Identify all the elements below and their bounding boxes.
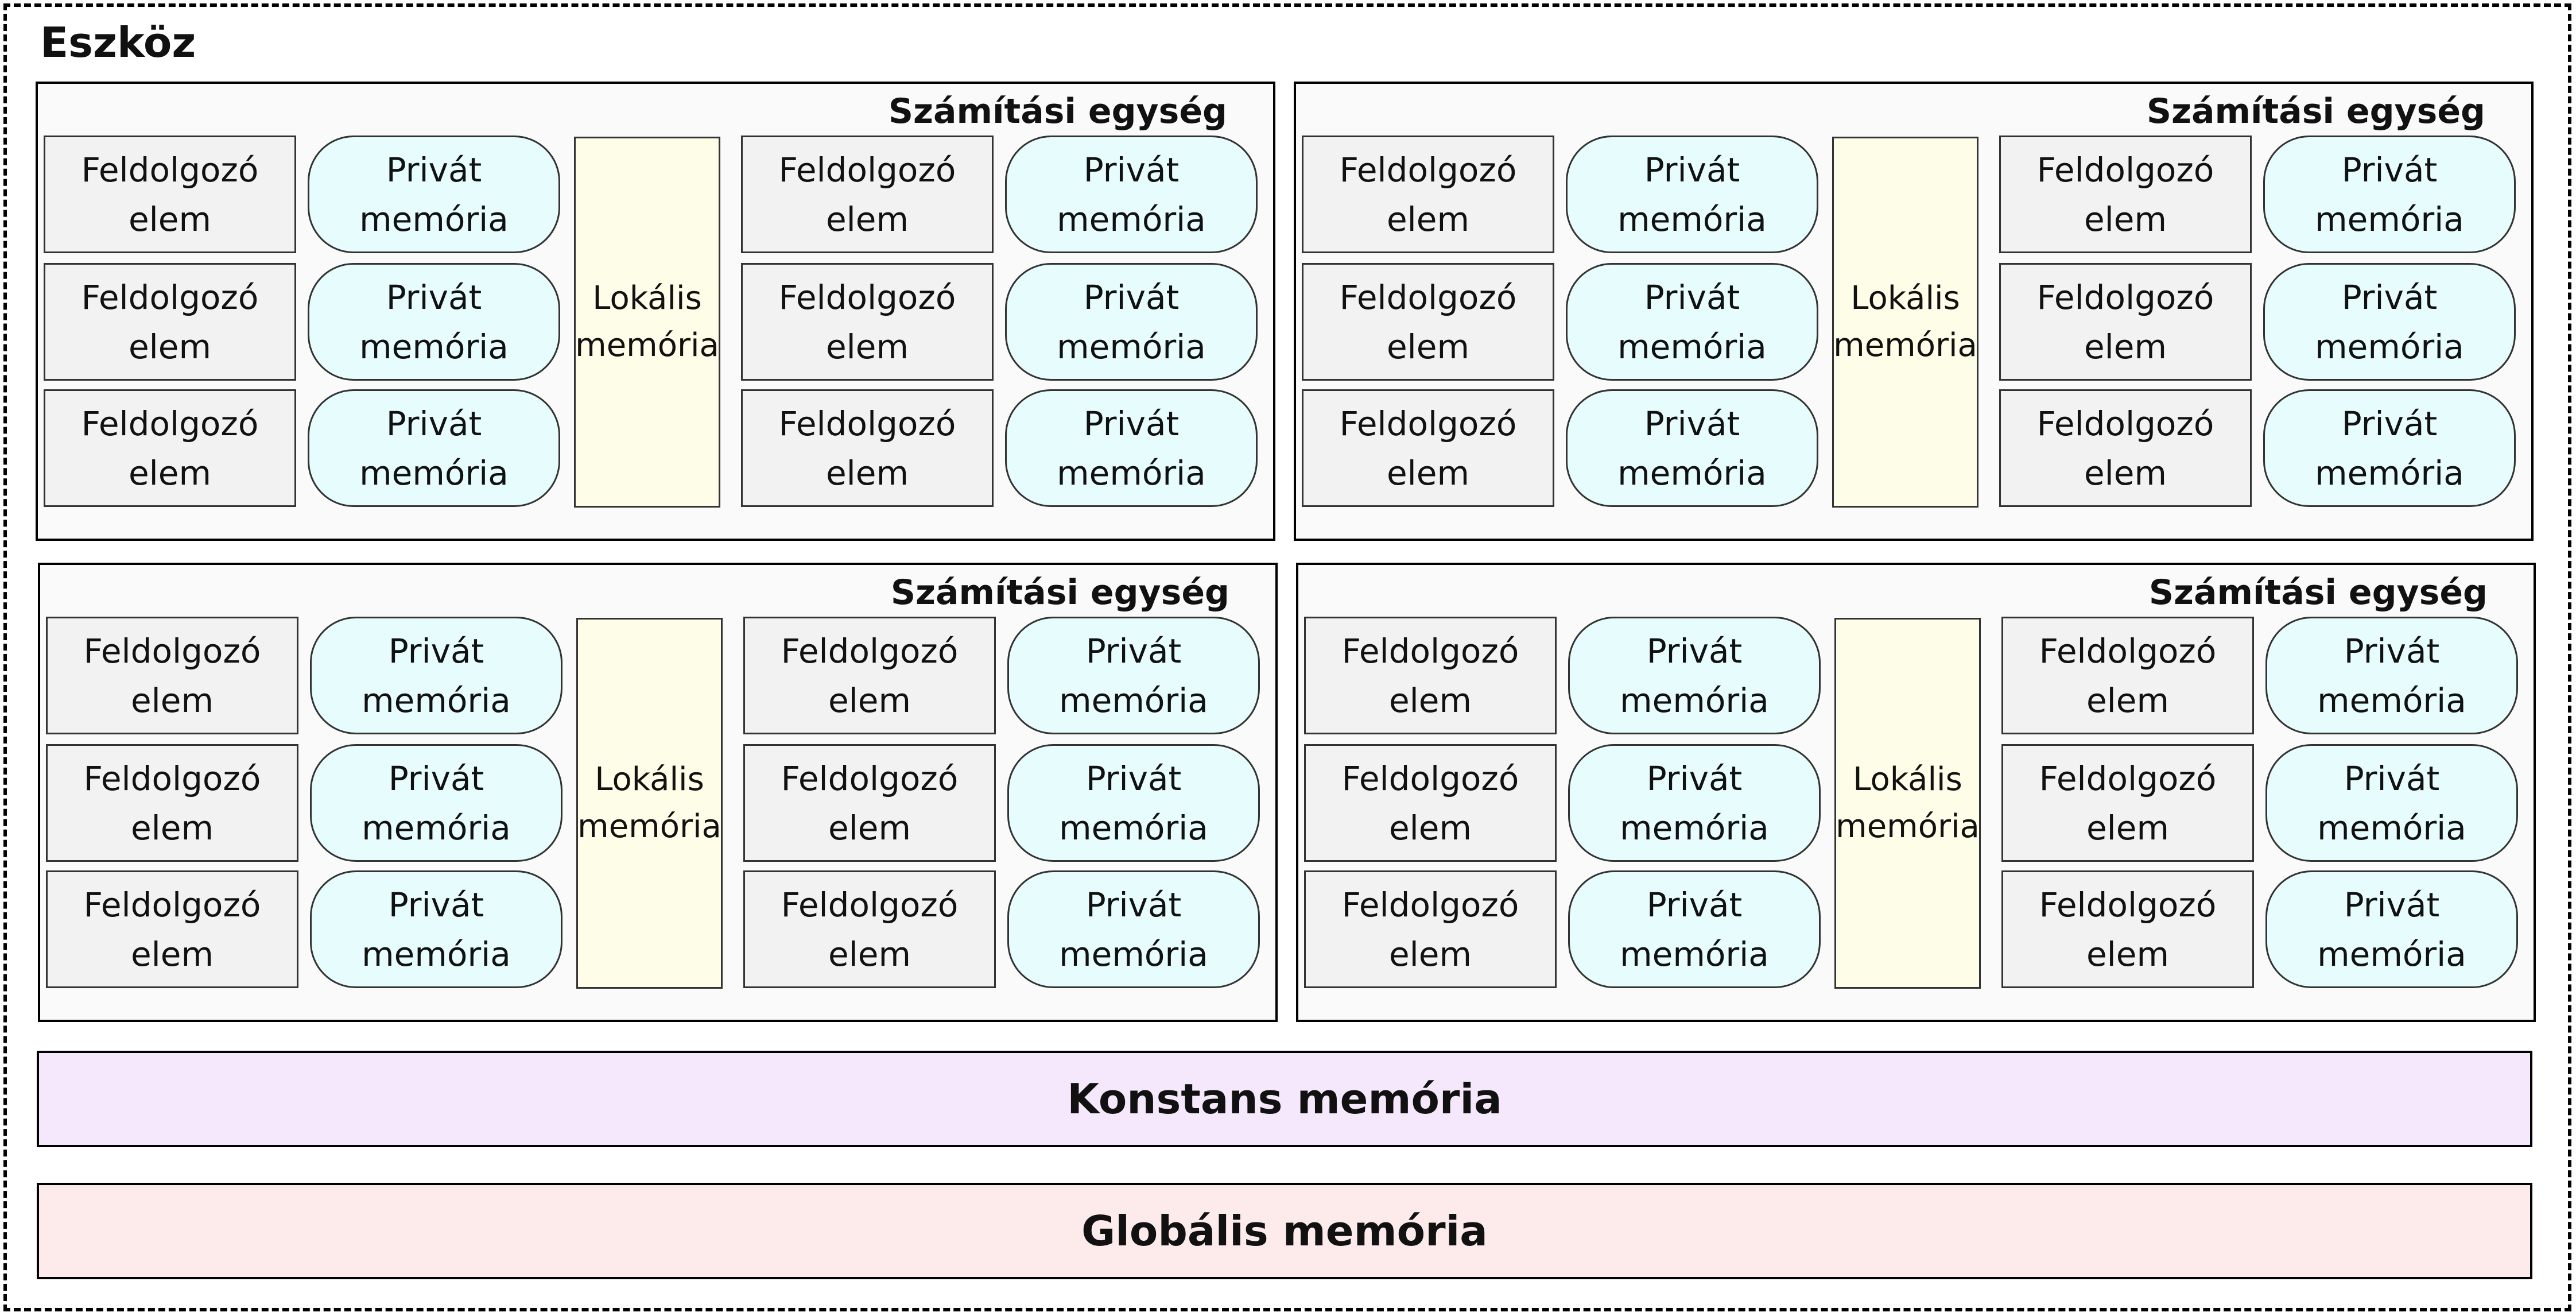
processing-element: Feldolgozó elem (1302, 263, 1554, 381)
processing-element: Feldolgozó elem (1304, 870, 1557, 988)
private-memory: Privát memória (2263, 263, 2516, 381)
private-memory: Privát memória (1566, 136, 1818, 253)
processing-element: Feldolgozó elem (2001, 617, 2254, 734)
local-memory: Lokális memória (1834, 618, 1981, 989)
private-memory: Privát memória (2265, 870, 2518, 988)
private-memory: Privát memória (1568, 744, 1821, 862)
local-memory: Lokális memória (574, 137, 720, 508)
processing-element: Feldolgozó elem (1999, 389, 2252, 507)
processing-element: Feldolgozó elem (46, 617, 298, 734)
private-memory: Privát memória (1007, 617, 1260, 734)
private-memory: Privát memória (2263, 136, 2516, 253)
compute-unit-title: Számítási egység (890, 572, 1229, 613)
global-memory: Globális memória (37, 1183, 2532, 1279)
private-memory: Privát memória (1566, 389, 1818, 507)
processing-element: Feldolgozó elem (46, 870, 298, 988)
processing-element: Feldolgozó elem (44, 389, 296, 507)
private-memory: Privát memória (1568, 617, 1821, 734)
processing-element: Feldolgozó elem (44, 263, 296, 381)
private-memory: Privát memória (1007, 870, 1260, 988)
processing-element: Feldolgozó elem (1302, 136, 1554, 253)
processing-element: Feldolgozó elem (743, 744, 996, 862)
constant-memory: Konstans memória (37, 1051, 2532, 1147)
processing-element: Feldolgozó elem (2001, 744, 2254, 862)
processing-element: Feldolgozó elem (1999, 263, 2252, 381)
private-memory: Privát memória (2265, 617, 2518, 734)
private-memory: Privát memória (2265, 744, 2518, 862)
device-title: Eszköz (40, 18, 196, 67)
private-memory: Privát memória (310, 870, 562, 988)
processing-element: Feldolgozó elem (44, 136, 296, 253)
local-memory: Lokális memória (576, 618, 723, 989)
processing-element: Feldolgozó elem (741, 263, 994, 381)
compute-unit-title: Számítási egység (888, 91, 1227, 131)
compute-unit-title: Számítási egység (2148, 572, 2488, 613)
private-memory: Privát memória (1005, 136, 1258, 253)
private-memory: Privát memória (310, 744, 562, 862)
processing-element: Feldolgozó elem (1999, 136, 2252, 253)
global-memory-label: Globális memória (1081, 1207, 1488, 1255)
compute-unit-title: Számítási egység (2146, 91, 2485, 131)
local-memory: Lokális memória (1832, 137, 1978, 508)
private-memory: Privát memória (308, 263, 560, 381)
private-memory: Privát memória (1007, 744, 1260, 862)
private-memory: Privát memória (2263, 389, 2516, 507)
constant-memory-label: Konstans memória (1067, 1075, 1502, 1123)
processing-element: Feldolgozó elem (743, 870, 996, 988)
private-memory: Privát memória (308, 389, 560, 507)
processing-element: Feldolgozó elem (2001, 870, 2254, 988)
processing-element: Feldolgozó elem (1304, 617, 1557, 734)
processing-element: Feldolgozó elem (46, 744, 298, 862)
processing-element: Feldolgozó elem (741, 136, 994, 253)
private-memory: Privát memória (308, 136, 560, 253)
private-memory: Privát memória (1005, 389, 1258, 507)
processing-element: Feldolgozó elem (1302, 389, 1554, 507)
private-memory: Privát memória (1568, 870, 1821, 988)
processing-element: Feldolgozó elem (743, 617, 996, 734)
processing-element: Feldolgozó elem (741, 389, 994, 507)
private-memory: Privát memória (1005, 263, 1258, 381)
private-memory: Privát memória (310, 617, 562, 734)
processing-element: Feldolgozó elem (1304, 744, 1557, 862)
private-memory: Privát memória (1566, 263, 1818, 381)
